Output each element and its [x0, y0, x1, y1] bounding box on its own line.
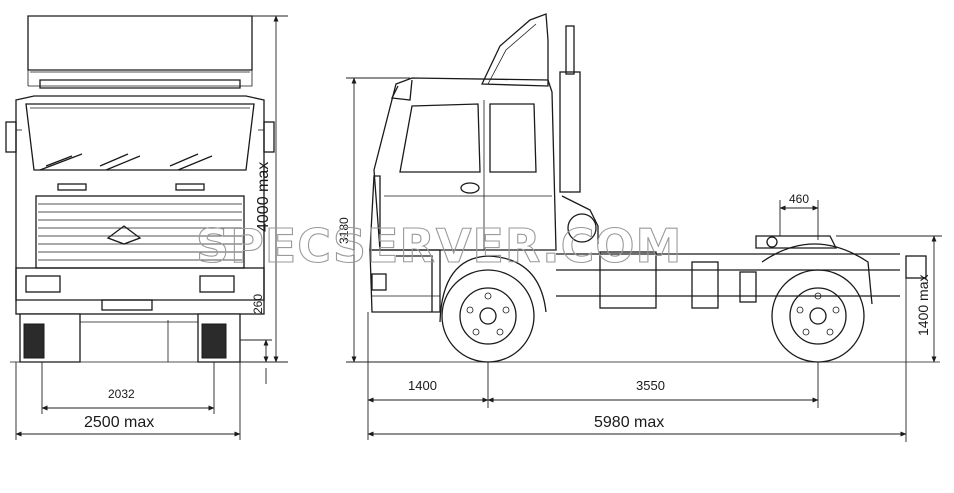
dim-front-height: 4000 max	[255, 162, 272, 232]
front-badge-icon	[106, 225, 142, 245]
side-exhaust-pipe	[565, 25, 575, 75]
side-rear-window	[489, 103, 537, 173]
front-wiper-left	[39, 153, 83, 171]
dim-side-coupling-offset: 460	[789, 192, 809, 206]
side-fifth-wheel	[755, 235, 838, 249]
side-front-wheel-arch	[439, 255, 547, 323]
dim-side-cab-height: 3180	[337, 217, 351, 244]
side-fuel-tank	[599, 251, 657, 309]
front-windshield	[25, 103, 255, 171]
side-front-wheel	[441, 269, 535, 363]
side-rear-fender	[761, 243, 873, 305]
side-battery-box	[691, 261, 719, 309]
front-right-mirror	[263, 121, 275, 153]
side-view: 3180 460 1400 max 1400 3550 5980 max	[337, 13, 942, 442]
front-bumper	[15, 267, 265, 315]
front-view: 4000 max 260 2032 2500 max	[5, 15, 288, 440]
front-left-headlight	[25, 275, 61, 293]
front-wiper-right	[169, 153, 213, 171]
front-roof-deflector	[27, 15, 253, 71]
side-exhaust-muffler	[559, 71, 581, 193]
dim-side-length: 5980 max	[594, 414, 664, 431]
side-air-filter	[567, 213, 597, 243]
front-right-headlight	[199, 275, 235, 293]
dim-front-ground-clearance: 260	[251, 294, 265, 314]
side-door-window	[399, 103, 481, 173]
dim-front-track: 2032	[108, 387, 135, 401]
side-rear-wheel	[771, 269, 865, 363]
dim-side-wheelbase: 3550	[636, 378, 665, 393]
dim-front-width: 2500 max	[84, 414, 154, 431]
side-cab	[373, 77, 557, 251]
watermark-text: SPECSERVER.COM	[196, 219, 682, 273]
front-left-mirror	[5, 121, 17, 153]
side-roof-deflector	[480, 13, 549, 87]
front-wiper-center	[99, 153, 141, 171]
dim-side-front-overhang: 1400	[408, 378, 437, 393]
dim-side-fifth-wheel-height: 1400 max	[915, 275, 931, 336]
